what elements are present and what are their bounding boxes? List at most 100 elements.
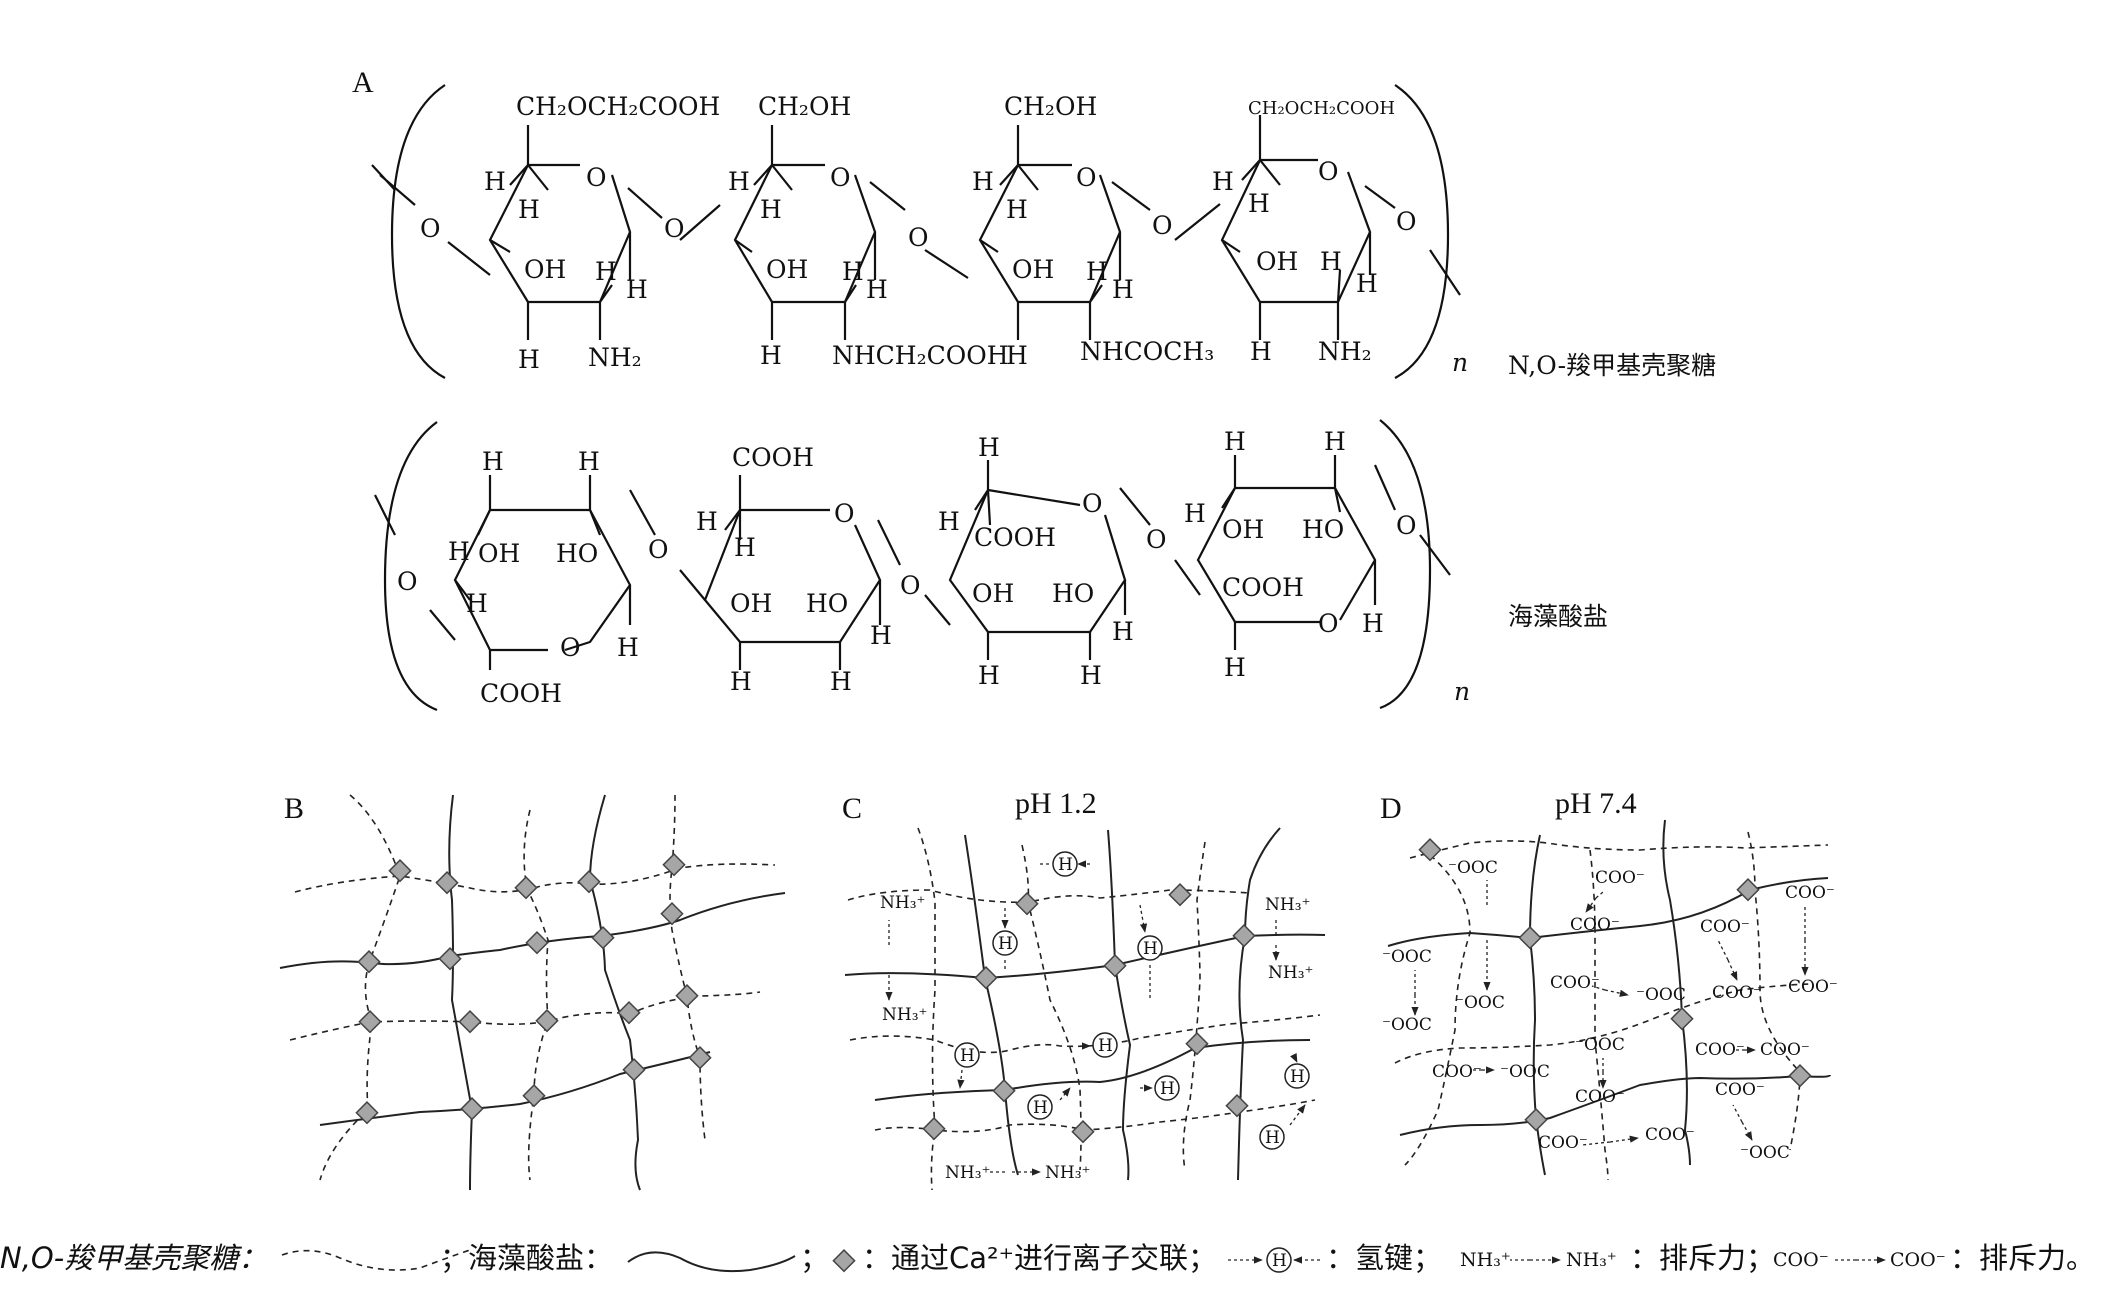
label-alginate_groups-oh: OH	[730, 589, 772, 618]
ring-o: O	[586, 163, 607, 192]
legend: N,O-羧甲基壳聚糖： ； 海藻酸盐： ； ：通过Ca²⁺进行离子交联； H ：…	[0, 1241, 2095, 1275]
alginate-cooh-1: COOH	[480, 679, 562, 708]
label-alginate_groups-ho: HO	[1302, 515, 1344, 544]
label-ions-ooc: ⁻OOC	[1448, 858, 1498, 878]
label-ions-coo: COO⁻	[1712, 983, 1762, 1003]
legend-repulsion-2: ：排斥力。	[1950, 1241, 2095, 1275]
label-alginate_groups-h: H	[978, 433, 1000, 462]
label-chitosan_groups-h: H	[866, 275, 888, 304]
alginate-right-bracket	[1379, 419, 1432, 710]
n1: NH₂	[588, 343, 642, 372]
label-chitosan_groups-h: H	[1006, 195, 1028, 224]
label-ions-hbond: H	[1033, 1098, 1048, 1118]
panel-c-title: pH 1.2	[1015, 787, 1097, 820]
label-alginate_groups-h: H	[696, 507, 718, 536]
label-alginate_groups-h: H	[1112, 617, 1134, 646]
chitosan-ring-1: CH₂OCH₂COOH O H H OH H H H NH₂	[484, 92, 720, 374]
n4: NH₂	[1318, 337, 1372, 366]
legend-hbond-symbol: H	[1266, 1247, 1292, 1273]
chitosan-repeat-n: n	[1452, 348, 1468, 377]
legend-crosslink-diamond	[832, 1249, 856, 1273]
label-alginate_groups-h: H	[830, 667, 852, 696]
label-chitosan_groups-o: O	[1076, 163, 1097, 192]
label-ions-coo: COO⁻	[1785, 883, 1835, 903]
alginate-name: 海藻酸盐	[1508, 602, 1608, 631]
link-o-5: O	[1396, 207, 1417, 236]
label-ions-hbond: H	[1143, 939, 1158, 959]
legend-dashed-line-swatch	[281, 1249, 471, 1271]
chitosan-ring-4: CH₂OCH₂COOH O H H OH H H H NH₂	[1212, 98, 1395, 366]
label-chitosan_groups-h: H	[518, 195, 540, 224]
link-o-3: O	[908, 223, 929, 252]
label-alginate_groups-o: O	[1318, 609, 1339, 638]
label-ions-ooc: ⁻OOC	[1575, 1035, 1625, 1055]
label-alginate_groups-ho: HO	[806, 589, 848, 618]
label-alginate_groups-h: H	[730, 667, 752, 696]
panel-a-label: A	[352, 66, 374, 99]
alginate-ring-1: H H H OH HO H O H COOH	[448, 447, 639, 708]
panel-d-label: D	[1380, 792, 1402, 825]
label-alginate_groups-h: H	[734, 533, 756, 562]
label-chitosan_groups-oh: OH	[1256, 247, 1298, 276]
panel-d-crosslinks	[1418, 838, 1812, 1132]
legend-crosslink-label: ：通过Ca²⁺进行离子交联；	[862, 1241, 1217, 1275]
label-chitosan_groups-h: H	[518, 345, 540, 374]
label-alginate_groups-h: H	[482, 447, 504, 476]
label-ions-hbond: H	[1160, 1079, 1175, 1099]
label-alginate_groups-cooh: COOH	[732, 443, 814, 472]
label-ions-hbond: H	[960, 1046, 975, 1066]
label-ions-coo: COO⁻	[1538, 1133, 1588, 1153]
chitosan-ring-2: CH₂OH O H H OH H H H NHCH₂COOH	[728, 92, 1009, 370]
label-ions-coo: COO⁻	[1570, 915, 1620, 935]
panel-a: A n O O O O O CH₂OCH₂COOH O H H OH H	[352, 66, 1716, 712]
alginate-structure: n O O O O O H H H OH HO H O H COOH	[374, 419, 1470, 712]
label-chitosan_groups-h: H	[1212, 167, 1234, 196]
label-chitosan_groups-h: H	[1250, 337, 1272, 366]
label-chitosan_groups-h: H	[1086, 257, 1108, 286]
panel-c-hydrogen-bonds: H H H H H H H H H	[954, 851, 1310, 1150]
label-chitosan_groups-oh: OH	[1012, 255, 1054, 284]
legend-chitosan-label: N,O-羧甲基壳聚糖：	[0, 1241, 267, 1275]
label-alginate_groups-h: H	[1080, 661, 1102, 690]
label-ions-ooc: ⁻OOC	[1636, 985, 1686, 1005]
label-chitosan_groups-h: H	[1248, 189, 1270, 218]
label-chitosan_groups-o: O	[1318, 157, 1339, 186]
panel-c-crosslinks	[922, 883, 1256, 1144]
label-alginate_groups-o: O	[1146, 525, 1167, 554]
label-chitosan_groups-oh: OH	[524, 255, 566, 284]
r1: CH₂OCH₂COOH	[516, 92, 720, 121]
label-alginate_groups-o: O	[397, 567, 418, 596]
label-alginate_groups-oh: OH	[1222, 515, 1264, 544]
alginate-ring-3: H O H COOH OH HO H H H	[938, 433, 1134, 690]
label-ions-coo: COO⁻	[1700, 917, 1750, 937]
label-ions-coo: COO⁻	[1432, 1062, 1482, 1082]
label-alginate_groups-h: H	[1324, 427, 1346, 456]
label-alginate_groups-h: H	[466, 589, 488, 618]
label-chitosan_groups-h: H	[1112, 275, 1134, 304]
label-legend-sep2: ；	[800, 1241, 829, 1275]
label-ions-hbond: H	[1098, 1036, 1113, 1056]
label-alginate_groups-h: H	[448, 537, 470, 566]
label-chitosan_groups-oh: OH	[766, 255, 808, 284]
n3: NHCOCH₃	[1080, 337, 1214, 366]
label-ions-nh3: NH₃⁺	[1268, 963, 1314, 983]
chitosan-structure: n O O O O O CH₂OCH₂COOH O H H OH H H H N…	[371, 84, 1468, 379]
label-alginate_groups-o: O	[560, 633, 581, 662]
panel-b-label: B	[284, 792, 304, 825]
legend-repulsion-1: ：排斥力；	[1630, 1241, 1775, 1275]
alginate-ring-4: H H H OH HO COOH O H H	[1184, 427, 1384, 682]
label-chitosan_groups-h: H	[1006, 341, 1028, 370]
label-legend-sep1: ；	[440, 1241, 469, 1275]
legend-alginate-label: 海藻酸盐：	[468, 1241, 613, 1275]
legend-solid-line-swatch	[627, 1251, 796, 1273]
label-ions-hbond: H	[1265, 1128, 1280, 1148]
panel-d-carboxylates: ⁻OOC ⁻OOC COO⁻ COO⁻ COO⁻ COO⁻ COO⁻ COO⁻ …	[1382, 858, 1838, 1163]
label-alginate_groups-h: H	[1184, 499, 1206, 528]
panel-c: C pH 1.2 H H H	[842, 787, 1326, 1191]
label-ions-coo: COO⁻	[1550, 973, 1600, 993]
label-chitosan_groups-r2: CH₂OH	[758, 92, 851, 121]
label-alginate_groups-h: H	[1224, 427, 1246, 456]
label-alginate_groups-oh: OH	[972, 579, 1014, 608]
label-repeat_index: n	[1454, 677, 1470, 706]
